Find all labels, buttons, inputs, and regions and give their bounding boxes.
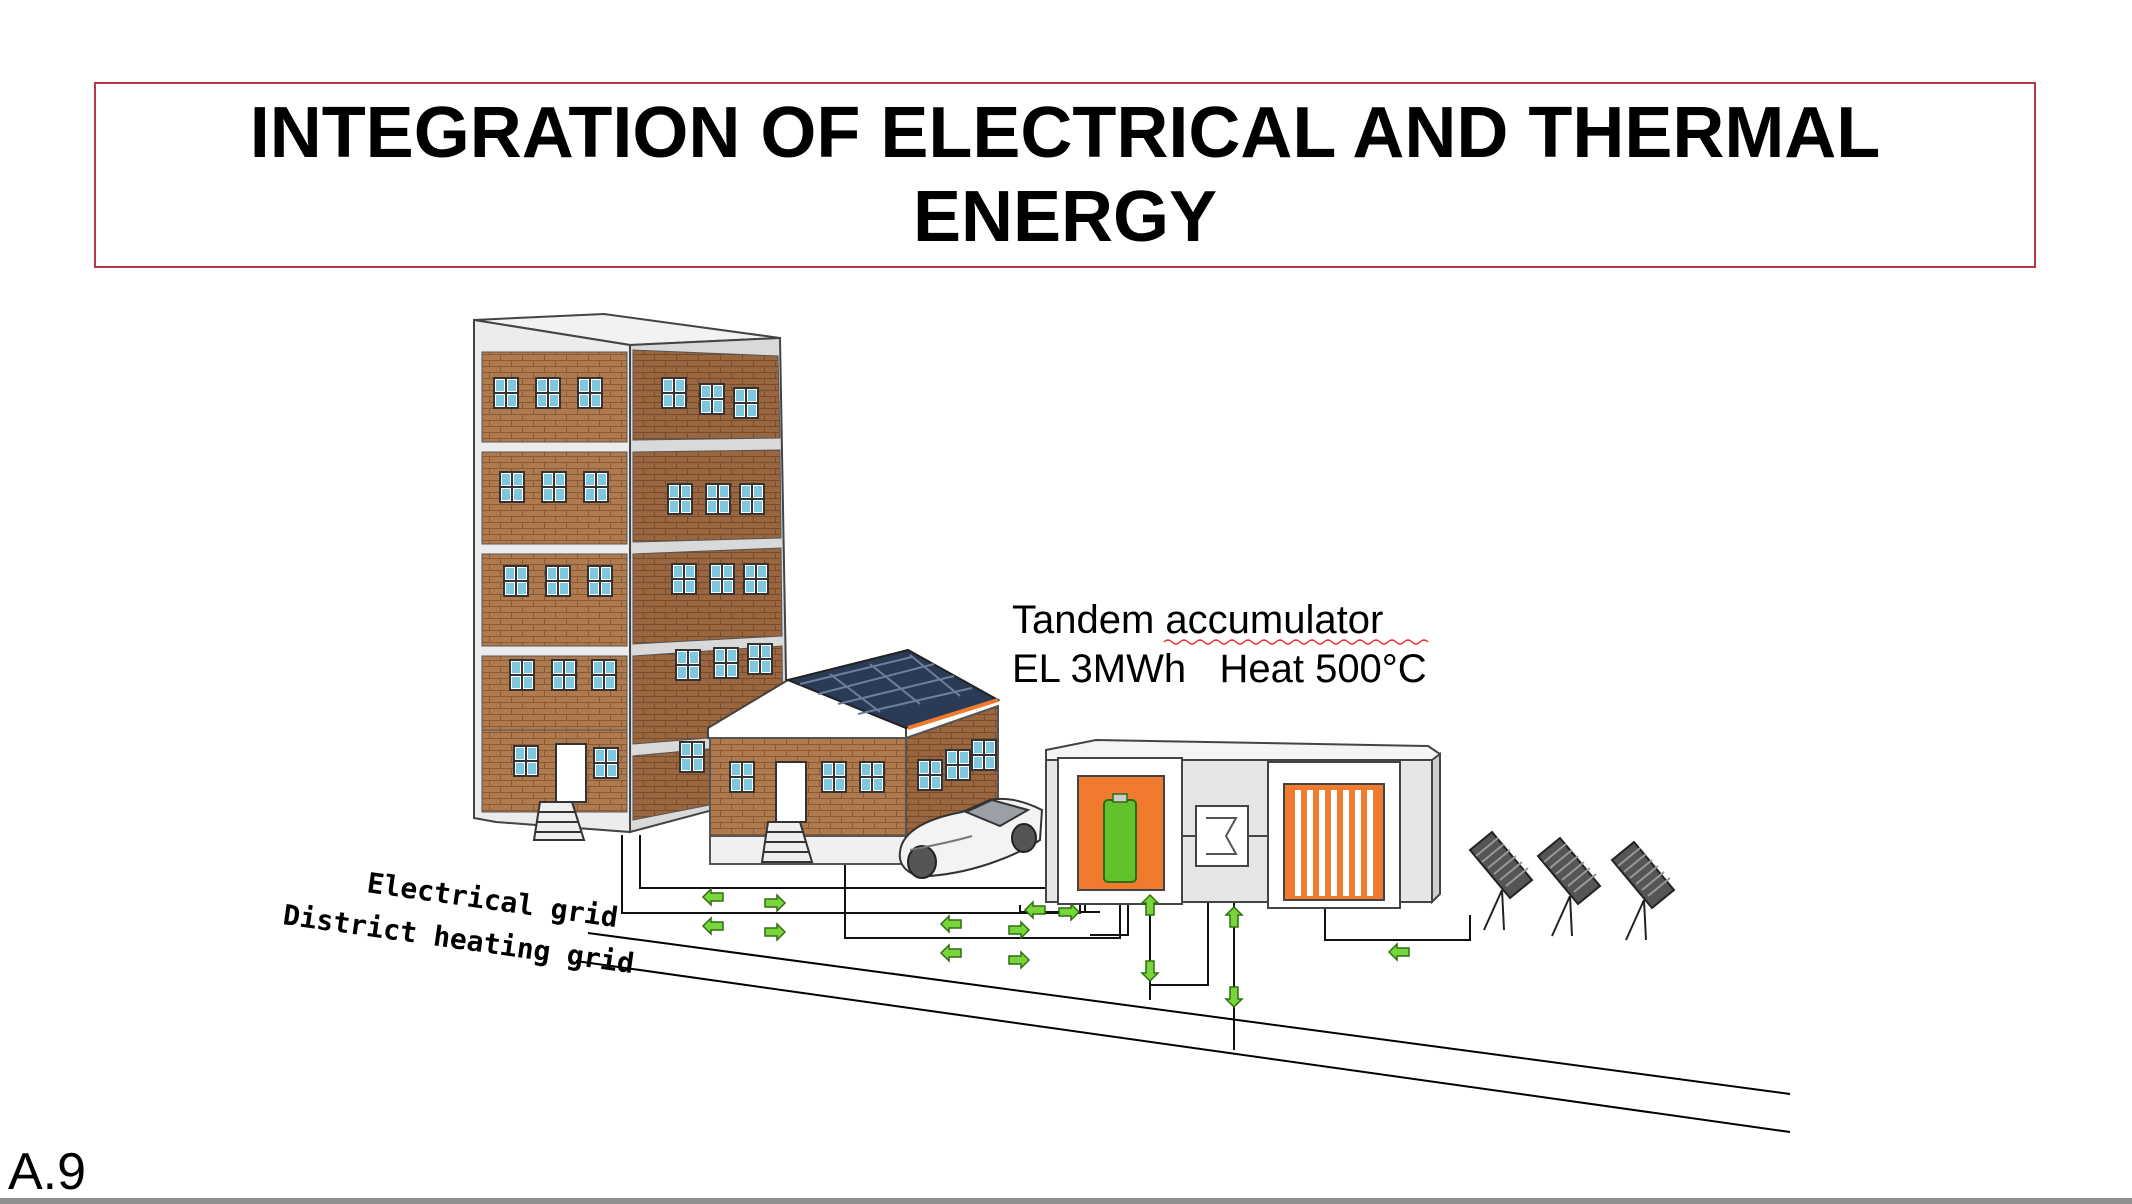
grid-lines (576, 933, 1790, 1132)
heat-exchanger (1196, 806, 1248, 866)
tandem-accumulator (1046, 740, 1440, 908)
bottom-rule (0, 1198, 2132, 1204)
solar-concentrators (1470, 832, 1674, 940)
battery-icon (1104, 800, 1136, 882)
accumulator-label-line2: EL 3MWh Heat 500°C (1012, 647, 1427, 691)
accumulator-label-line1: Tandem accumulator (1012, 598, 1383, 642)
page-id: A.9 (8, 1142, 86, 1202)
